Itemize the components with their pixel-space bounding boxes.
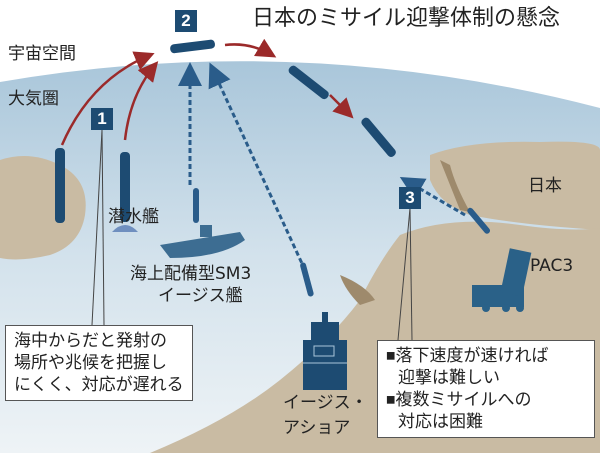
aegis-ashore-icon <box>303 312 347 390</box>
note-box-1: 海中からだと発射の 場所や兆候を把握し にくく、対応が遅れる <box>5 325 193 402</box>
label-aegis-ashore-1: イージス・ <box>283 393 368 413</box>
trajectory-arc-3 <box>224 38 277 58</box>
label-submarine: 潜水艦 <box>108 207 159 227</box>
note-item: ■落下速度が速ければ <box>386 346 549 366</box>
label-japan: 日本 <box>528 176 562 196</box>
missile-icon <box>361 117 396 157</box>
note-line: 場所や兆候を把握し <box>14 353 167 374</box>
missile-icon <box>55 148 65 223</box>
label-aegis-ashore-2: アショア <box>283 418 351 438</box>
pac3-launcher-icon <box>472 248 532 312</box>
note-line: にくく、対応が遅れる <box>14 375 184 396</box>
note-box-3: ■落下速度が速ければ 迎撃は難しい ■複数ミサイルへの 対応は困難 <box>377 340 595 439</box>
land-right-top <box>430 141 600 230</box>
missile-icon <box>170 39 215 54</box>
note-line: 海中からだと発射の <box>14 331 167 351</box>
interceptor-path-pac3 <box>399 176 466 217</box>
interceptor-missile-icon <box>300 262 314 297</box>
splash-icon <box>112 225 138 232</box>
interceptor-missile-icon <box>467 207 490 234</box>
label-aegis-ship-1: 海上配備型SM3 <box>130 264 252 284</box>
badge-1: 1 <box>91 108 113 130</box>
badge-3: 3 <box>399 187 421 209</box>
label-pac3: PAC3 <box>530 256 574 276</box>
note-line: 落下速度が速ければ <box>395 346 549 366</box>
interceptor-missile-icon <box>193 188 199 223</box>
aegis-ship-icon <box>160 232 245 258</box>
missile-icon <box>120 152 130 222</box>
label-space: 宇宙空間 <box>8 44 76 64</box>
label-aegis-ship-2: イージス艦 <box>158 286 243 306</box>
trajectory-arc-1 <box>60 51 155 146</box>
note-line: 迎撃は難しい <box>398 368 500 389</box>
note-item: ■複数ミサイルへの <box>386 390 532 411</box>
badge-2: 2 <box>175 10 197 32</box>
note-line: 複数ミサイルへの <box>395 390 532 411</box>
missile-icon <box>288 65 329 100</box>
interceptor-path-ashore <box>208 62 307 271</box>
trajectory-arc-2 <box>123 61 159 141</box>
page-title: 日本のミサイル迎撃体制の懸念 <box>252 6 561 31</box>
note-line: 対応は困難 <box>398 412 483 433</box>
label-atmosphere: 大気圏 <box>8 89 59 109</box>
trajectory-arc-4 <box>329 94 354 119</box>
